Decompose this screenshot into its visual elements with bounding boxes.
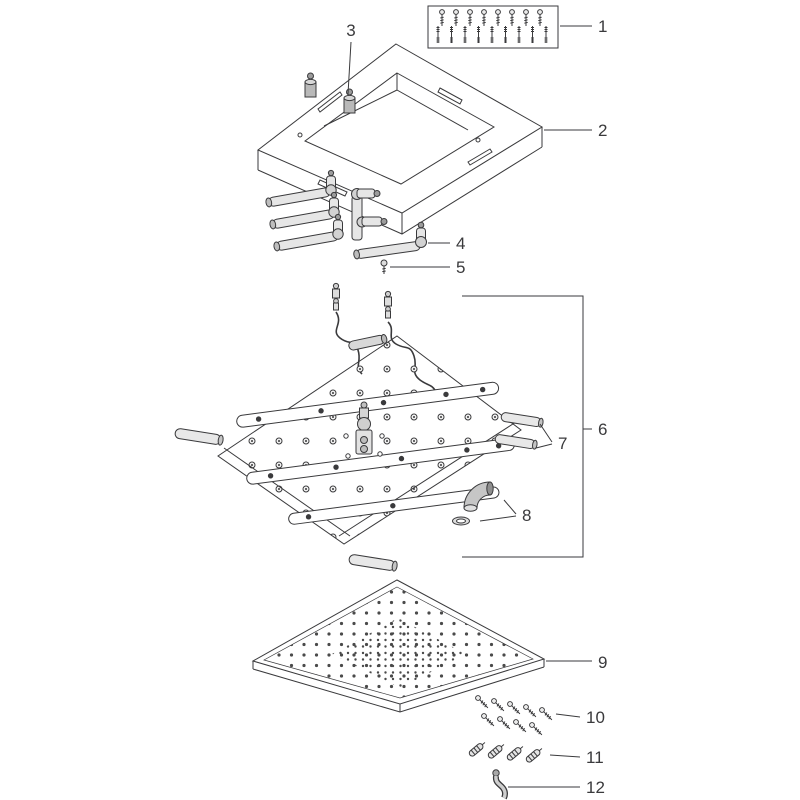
fitting-b (343, 88, 356, 114)
fitting-a (304, 72, 317, 98)
part-5-screw (380, 259, 388, 274)
part-7-dowel-pins (494, 412, 544, 450)
frame-opening (304, 72, 495, 185)
leader-8b (479, 515, 517, 522)
central-valve (343, 401, 385, 459)
part-label-9: 9 (598, 653, 607, 672)
plate-center-zone (332, 618, 466, 688)
rail-upper (236, 381, 500, 428)
screw-set-box (427, 5, 559, 49)
part-label-5: 5 (456, 258, 465, 277)
leader-11 (549, 754, 581, 758)
part-10-mounting-screws (474, 694, 555, 738)
part-4-pipe-elbows (265, 169, 427, 260)
leader-7b (535, 443, 553, 449)
part-3-connector-fittings (304, 72, 356, 114)
part-2-mounting-frame (257, 43, 543, 235)
part-12-hook-fitting (492, 769, 508, 800)
leader-7a (539, 423, 553, 443)
part-label-10: 10 (586, 708, 605, 727)
part-1-screw-set (427, 5, 559, 49)
part-label-4: 4 (456, 234, 465, 253)
part-label-8: 8 (522, 506, 531, 525)
part-label-12: 12 (586, 778, 605, 797)
part-label-1: 1 (598, 17, 607, 36)
callout-lines (347, 25, 592, 788)
leader-10 (555, 713, 581, 718)
part-label-3: 3 (346, 21, 355, 40)
part-11-wall-anchors (467, 739, 545, 764)
bracket-6 (462, 295, 584, 558)
callout-labels: 1 2 3 4 5 6 7 8 9 10 11 12 (346, 17, 607, 797)
part-6-shower-body-assembly (174, 282, 522, 572)
dowel-bottom (348, 554, 398, 572)
part-9-spray-plate (251, 579, 546, 713)
dowel-left (174, 428, 224, 446)
part-8-elbow-fitting (452, 481, 494, 526)
leader-3 (347, 41, 352, 95)
leader-8a (503, 499, 517, 515)
part-label-6: 6 (598, 420, 607, 439)
part-label-2: 2 (598, 121, 607, 140)
part-label-7: 7 (558, 434, 567, 453)
part-label-11: 11 (586, 748, 604, 767)
